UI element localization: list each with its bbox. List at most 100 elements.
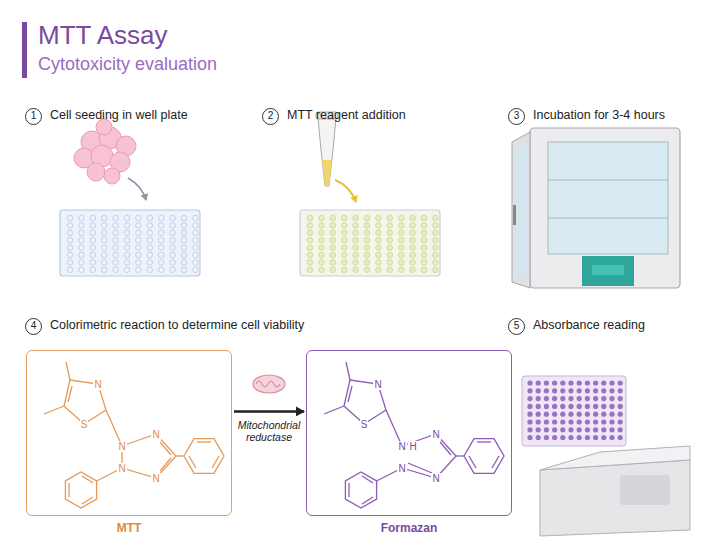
well	[170, 215, 176, 221]
well	[552, 404, 557, 409]
well	[387, 215, 393, 221]
well	[398, 230, 404, 236]
well	[577, 404, 582, 409]
well	[124, 267, 130, 273]
well	[67, 260, 73, 266]
well	[193, 237, 199, 243]
compound-name: MTT	[27, 521, 231, 535]
well	[376, 215, 382, 221]
well	[353, 267, 359, 273]
well	[577, 419, 582, 424]
well	[560, 412, 565, 417]
well	[398, 237, 404, 243]
well	[136, 260, 142, 266]
well	[609, 435, 614, 440]
well	[341, 237, 347, 243]
well	[124, 252, 130, 258]
well	[353, 230, 359, 236]
well	[527, 412, 532, 417]
well	[319, 267, 325, 273]
well	[319, 215, 325, 221]
well-grid	[307, 215, 438, 272]
well	[536, 404, 541, 409]
mtt-structure	[44, 362, 224, 508]
well	[536, 427, 541, 432]
well	[398, 245, 404, 251]
well	[67, 230, 73, 236]
well-plate	[60, 210, 200, 276]
well	[376, 260, 382, 266]
well	[158, 237, 164, 243]
well	[101, 237, 107, 243]
well	[364, 260, 370, 266]
well	[319, 230, 325, 236]
well-grid	[527, 380, 622, 440]
well	[618, 396, 623, 401]
well	[536, 419, 541, 424]
well	[421, 215, 427, 221]
well	[433, 223, 439, 229]
well	[593, 427, 598, 432]
well	[433, 230, 439, 236]
step-number: 4	[26, 319, 41, 333]
well	[79, 252, 85, 258]
well	[193, 245, 199, 251]
well	[79, 237, 85, 243]
well	[552, 427, 557, 432]
well	[568, 435, 573, 440]
well	[124, 245, 130, 251]
step-heading: Colorimetric reaction to determine cell …	[50, 318, 304, 332]
well	[193, 230, 199, 236]
well	[136, 252, 142, 258]
well	[113, 252, 119, 258]
edge-label: Mitochondrial reductase	[232, 419, 306, 443]
well	[387, 260, 393, 266]
well	[170, 260, 176, 266]
well	[67, 252, 73, 258]
well	[341, 223, 347, 229]
well	[536, 396, 541, 401]
well	[113, 260, 119, 266]
well	[181, 237, 187, 243]
well	[364, 237, 370, 243]
well	[79, 260, 85, 266]
well	[101, 267, 107, 273]
well	[387, 230, 393, 236]
step-number: 2	[263, 109, 278, 123]
well	[544, 396, 549, 401]
well	[376, 223, 382, 229]
well	[618, 419, 623, 424]
well	[609, 396, 614, 401]
well	[433, 245, 439, 251]
well	[568, 404, 573, 409]
atom-label: N	[117, 463, 126, 474]
well	[101, 215, 107, 221]
well	[147, 260, 153, 266]
well	[353, 223, 359, 229]
step-number: 3	[509, 109, 524, 123]
well	[330, 267, 336, 273]
well	[433, 260, 439, 266]
well	[319, 245, 325, 251]
atom-label: N	[397, 441, 406, 452]
well	[307, 252, 313, 258]
well	[618, 380, 623, 385]
well	[158, 252, 164, 258]
well	[307, 260, 313, 266]
well	[330, 223, 336, 229]
step-number-circle: 3Incubation for 3-4 hours	[508, 108, 525, 125]
well	[609, 412, 614, 417]
well	[330, 252, 336, 258]
well	[585, 419, 590, 424]
well	[544, 380, 549, 385]
well	[398, 223, 404, 229]
well	[585, 427, 590, 432]
well	[113, 237, 119, 243]
well	[136, 267, 142, 273]
well	[90, 245, 96, 251]
well	[544, 435, 549, 440]
well	[609, 404, 614, 409]
well	[560, 388, 565, 393]
